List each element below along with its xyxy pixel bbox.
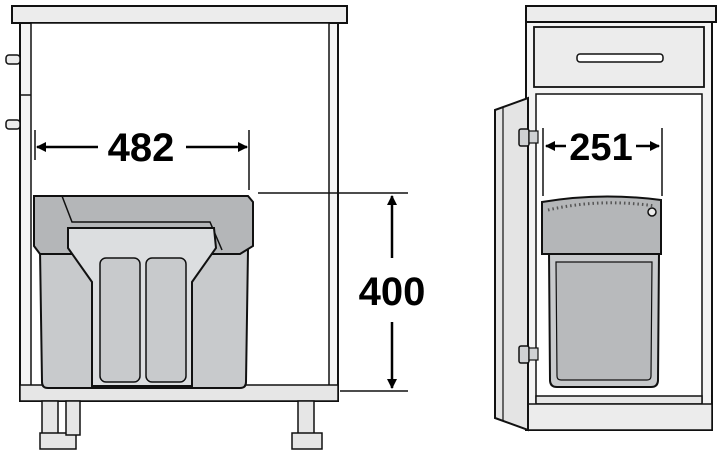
width-dimension: 482 [34, 126, 250, 190]
side-bin-lid [541, 195, 662, 255]
side-width-label: 251 [569, 127, 632, 169]
width-label: 482 [108, 126, 175, 170]
height-label: 400 [359, 270, 426, 314]
side-hinge-top-plate [528, 130, 539, 144]
side-bin-button [647, 207, 657, 217]
side-floor [535, 395, 703, 405]
side-plinth [525, 403, 713, 431]
front-bin-assembly [33, 195, 254, 389]
side-hinge-top [518, 128, 530, 147]
leg-left [41, 400, 59, 436]
hinge-top [5, 54, 21, 65]
inner-bin-right [145, 257, 187, 383]
leg-right [297, 400, 315, 436]
side-countertop [525, 5, 717, 23]
drawer-handle [576, 53, 664, 63]
side-hinge-bottom [518, 345, 530, 364]
height-dimension: 400 [258, 192, 426, 392]
side-hinge-bottom-plate [528, 347, 539, 361]
open-door [494, 96, 529, 432]
countertop [11, 5, 348, 24]
inner-bin-left [99, 257, 141, 383]
side-width-dimension: 251 [542, 127, 663, 196]
leg-left-foot [39, 432, 77, 450]
leg-left-2 [65, 400, 81, 436]
hinge-bottom [5, 119, 21, 130]
side-bin [541, 195, 662, 388]
side-bin-inner [555, 261, 653, 381]
leg-right-foot [291, 432, 323, 450]
